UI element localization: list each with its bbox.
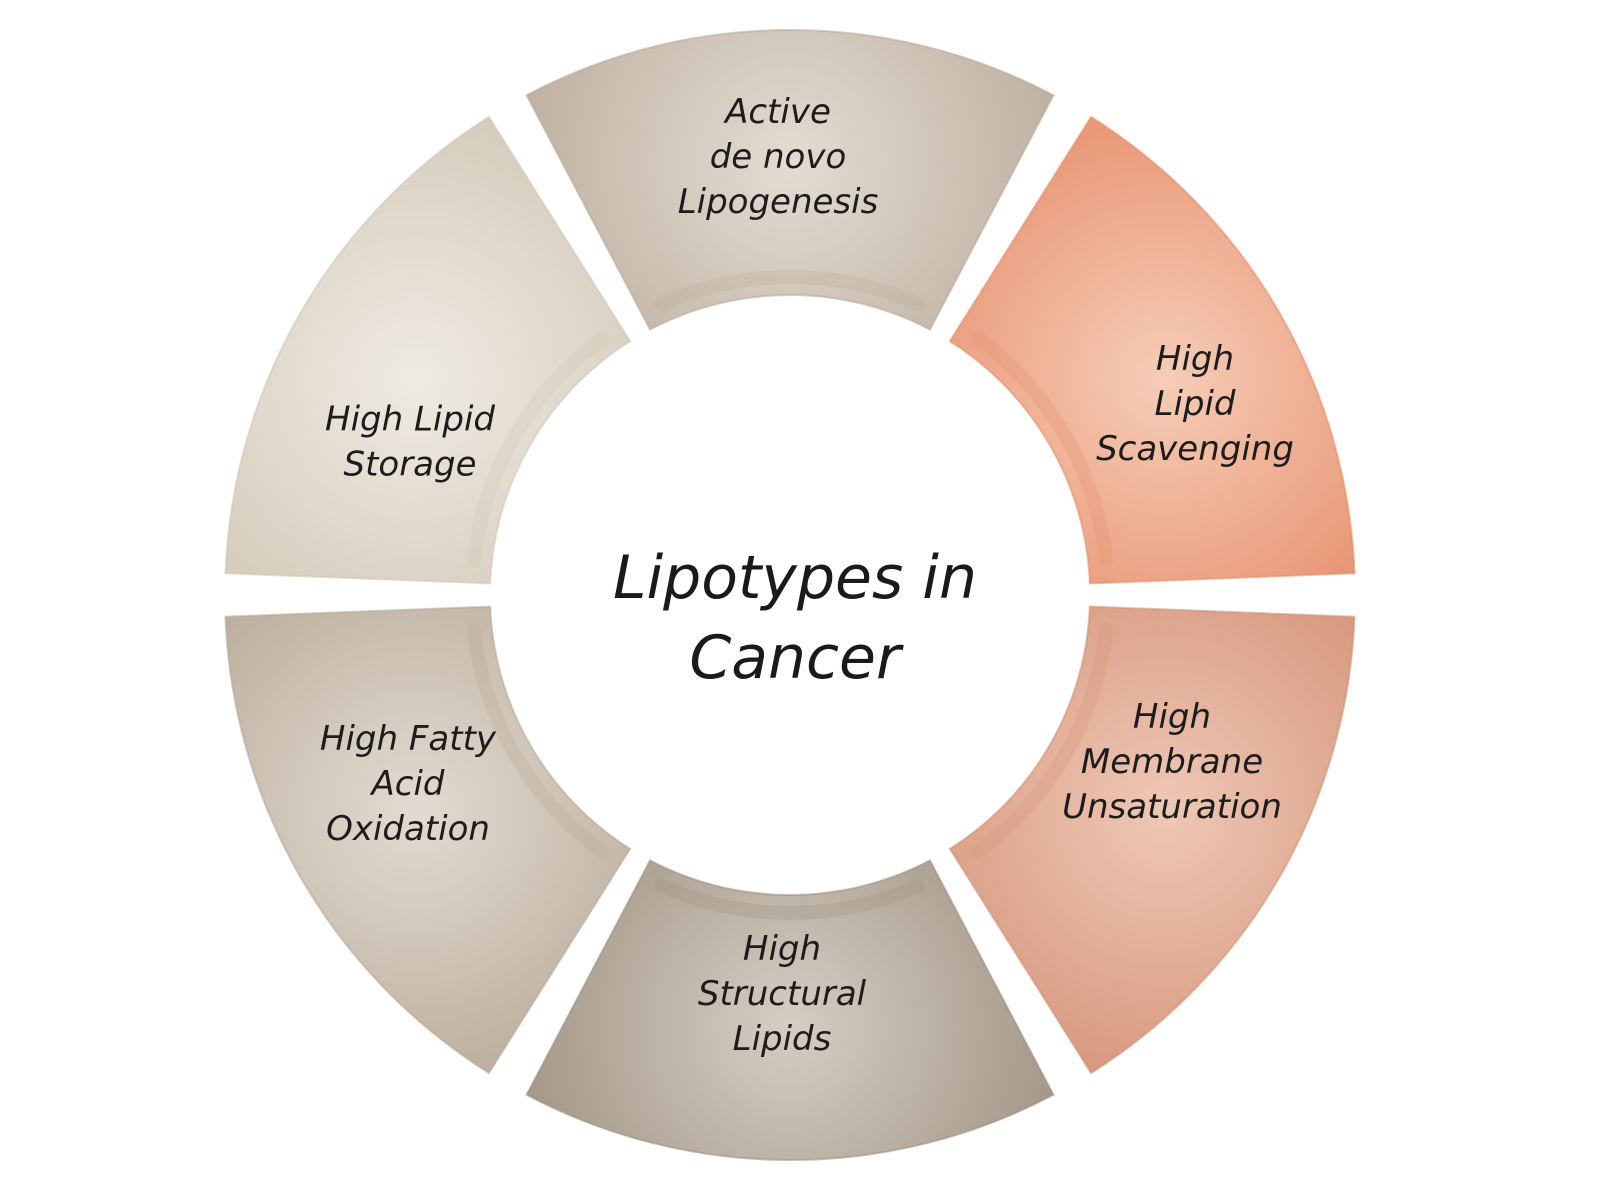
segment-unsaturation-label-line: High bbox=[1133, 697, 1211, 737]
segment-lipogenesis-inner-wash bbox=[654, 270, 926, 312]
center-title-line1: Lipotypes in bbox=[613, 543, 977, 613]
segment-storage-label-line: Storage bbox=[343, 445, 476, 485]
center-title: Lipotypes in Cancer bbox=[613, 543, 977, 693]
segment-structural-label-line: High bbox=[743, 929, 821, 969]
segment-scavenging-label-line: Lipid bbox=[1155, 384, 1236, 424]
segment-oxidation-label-line: Oxidation bbox=[326, 809, 490, 849]
segment-structural bbox=[525, 859, 1055, 1162]
segment-lipogenesis bbox=[525, 28, 1055, 331]
segment-unsaturation-inner-wash bbox=[970, 622, 1114, 859]
segment-scavenging-label-line: High bbox=[1156, 339, 1234, 379]
segment-scavenging bbox=[948, 115, 1356, 585]
segment-storage-label-line: High Lipid bbox=[325, 400, 495, 440]
segment-oxidation bbox=[224, 605, 632, 1075]
segment-oxidation-inner-wash bbox=[466, 622, 610, 859]
segment-scavenging-label-line: Scavenging bbox=[1096, 429, 1294, 469]
segment-lipogenesis-label-line: de novo bbox=[710, 137, 847, 177]
segment-scavenging-inner-wash bbox=[970, 331, 1114, 568]
center-title-line2: Cancer bbox=[689, 623, 904, 693]
segment-lipogenesis-label-line: Lipogenesis bbox=[678, 182, 879, 222]
segment-structural-inner-wash bbox=[654, 878, 926, 920]
segment-structural-label-line: Lipids bbox=[733, 1019, 832, 1059]
segment-unsaturation-label-line: Unsaturation bbox=[1062, 787, 1282, 827]
segment-storage bbox=[224, 115, 632, 585]
segment-unsaturation-label-line: Membrane bbox=[1081, 742, 1263, 782]
segments-layer bbox=[224, 28, 1356, 1162]
segment-oxidation-label-line: Acid bbox=[370, 764, 445, 804]
segment-storage-inner-wash bbox=[466, 331, 610, 568]
segment-unsaturation bbox=[948, 605, 1356, 1075]
segment-structural-label-line: Structural bbox=[698, 974, 867, 1014]
segment-lipogenesis-label-line: Active bbox=[723, 92, 831, 132]
segment-oxidation-label-line: High Fatty bbox=[320, 719, 497, 759]
